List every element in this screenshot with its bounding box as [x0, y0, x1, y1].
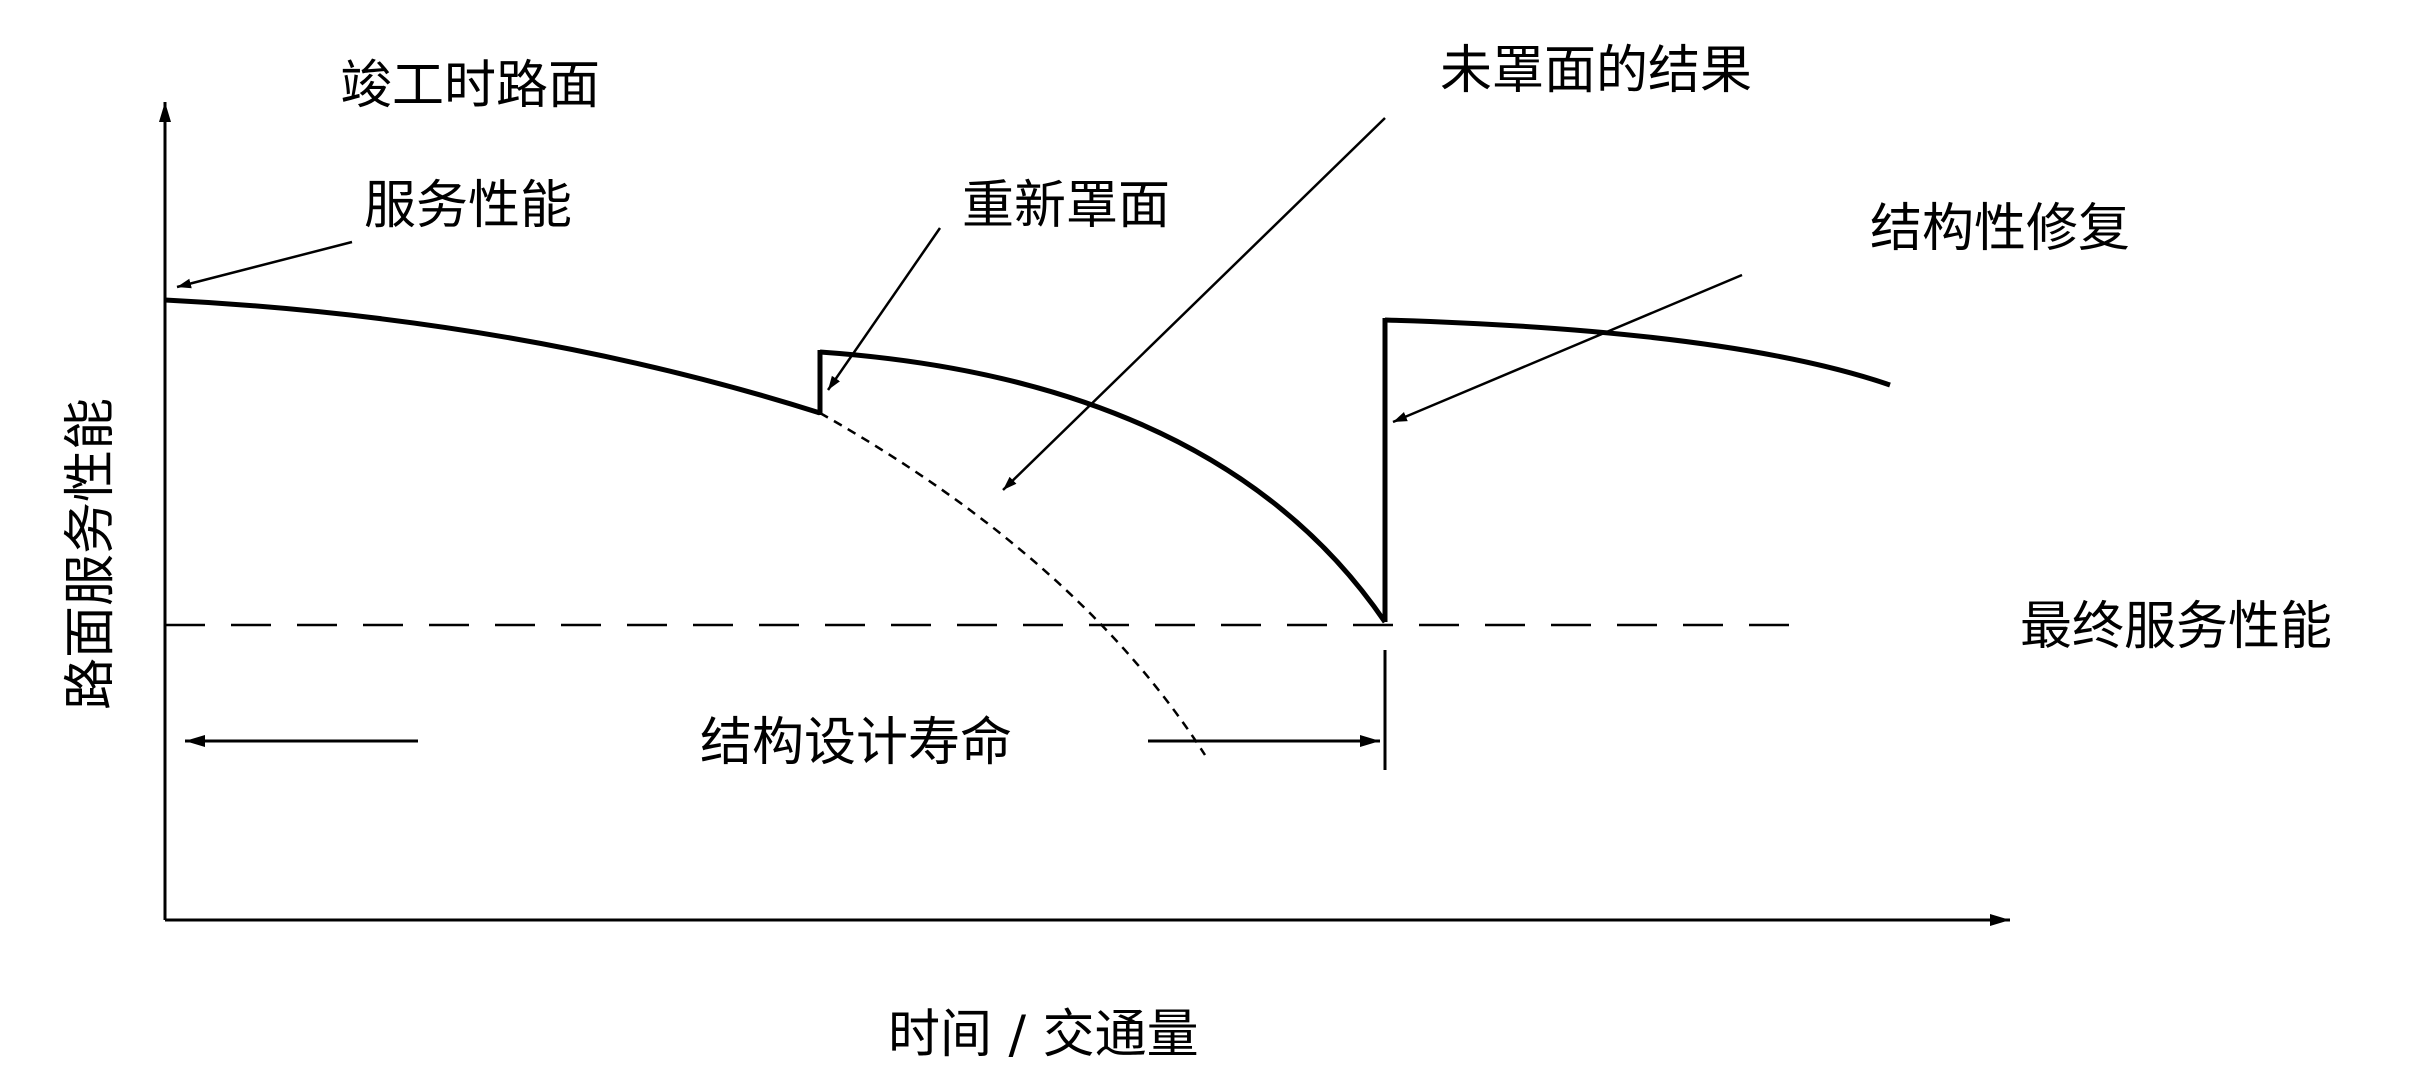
- initial-serviceability-label-line1: 竣工时路面: [340, 56, 600, 116]
- no-overlay-curve: [819, 411, 1207, 756]
- initial-serviceability-leader: [176, 240, 353, 289]
- terminal-serviceability-label: 最终服务性能: [2020, 597, 2332, 657]
- overlay-label: 重新罩面: [962, 176, 1170, 236]
- overlay-leader: [826, 227, 942, 391]
- y-axis-label: 路面服务性能: [61, 398, 121, 710]
- rehabilitation-label: 结构性修复: [1870, 199, 2130, 259]
- performance-curve-after-overlay: [819, 349, 1388, 624]
- performance-curve-initial: [164, 297, 821, 416]
- x-axis-label: 时间 / 交通量: [888, 1005, 1199, 1065]
- design-life-label: 结构设计寿命: [700, 713, 1012, 773]
- initial-serviceability-label-line2: 服务性能: [364, 176, 572, 236]
- no-overlay-leader: [1002, 117, 1386, 491]
- rehabilitation-leader: [1392, 273, 1743, 424]
- performance-curve-after-rehab: [1384, 317, 1891, 388]
- no-overlay-label: 未罩面的结果: [1440, 41, 1752, 101]
